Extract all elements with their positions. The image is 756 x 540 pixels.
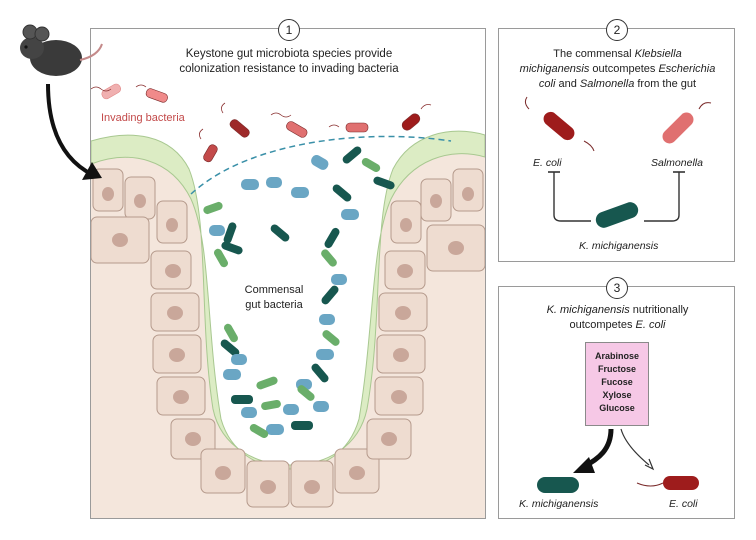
panel-2-title: The commensal Klebsiella michiganensis o… [499,47,736,92]
p2-l3d: from the gut [634,78,697,90]
panel-3-title: K. michiganensis nutritionally outcompet… [499,303,736,333]
step-number-2: 2 [606,19,628,41]
panel-3-kmich-label: K. michiganensis [519,498,599,510]
p3-l2a: outcompetes [569,319,636,331]
p3-l1b: nutritionally [629,304,689,316]
commensal-label: Commensal gut bacteria [239,283,309,313]
inhibit-line-right [644,172,680,222]
sugar-list-box: Arabinose Fructose Fucose Xylose Glucose [585,342,649,426]
panel-3-nutrition: 3 K. michiganensis nutritionally outcomp… [498,277,736,519]
p2-l2a: michiganensis [519,63,590,75]
step-number-1: 1 [278,19,300,41]
arrow-to-ecoli-head [644,458,655,471]
sugar-fructose: Fructose [597,364,636,374]
step-number-3: 3 [606,277,628,299]
p2-l1a: The commensal [553,48,635,60]
panel-1-title-line-1: Keystone gut microbiota species provide [185,48,393,60]
p2-l3b: and [555,78,580,90]
commensal-bacteria [203,146,395,438]
kmich-cell-p3 [537,477,579,493]
panel-2-ecoli-label: E. coli [533,157,562,169]
flagella [91,84,432,140]
panel-3-title-line-1: K. michiganensis nutritionally [499,303,736,318]
mucus-layer [91,130,485,470]
panel-3-diagram [537,428,699,493]
arrow-to-ecoli [620,428,650,466]
p2-l1b: Klebsiella [634,48,682,60]
arrow-to-kmich-head [573,457,595,473]
entry-arrow-path [46,83,94,177]
dashed-boundary [190,135,452,195]
salmonella-flagella [698,102,712,110]
panel-2-kmich-label: K. michiganensis [579,240,659,252]
panel-2-title-line-1: The commensal Klebsiella [499,47,736,62]
commensal-label-line-2: gut bacteria [245,299,303,311]
ecoli-cell [543,111,575,141]
p2-l2c: Escherichia [658,63,716,75]
panel-2-outcompete: 2 The commensal Klebsiella michiganensis… [498,19,736,262]
p2-l3c: Salmonella [579,78,635,90]
salmonella-cell [662,112,694,144]
inhibit-line-left [553,172,591,222]
ecoli-cell-p3 [663,476,699,490]
ecoli-flagella-p3 [636,482,664,487]
sugar-glucose: Glucose [599,403,635,413]
sugar-xylose: Xylose [602,390,632,400]
p2-l3a: coli [538,78,556,90]
panel-3-title-line-2: outcompetes E. coli [499,318,736,333]
gut-villus-illustration [91,83,485,518]
sugar-arabinose: Arabinose [594,351,639,361]
p3-l2b: E. coli [635,319,666,331]
panel-2-diagram [524,96,712,228]
kmich-cell [595,202,639,228]
panel-1-title-line-2: colonization resistance to invading bact… [179,63,399,75]
sugar-fucose: Fucose [601,377,633,387]
panel-2-salmonella-label: Salmonella [651,157,703,169]
mouse-illustration [20,24,103,180]
commensal-label-line-1: Commensal [244,284,304,296]
entry-arrow-head [82,162,102,180]
invading-bacteria [101,83,421,163]
ecoli-flagella [524,96,595,152]
p2-l2b: outcompetes [589,63,659,75]
panel-3-ecoli-label: E. coli [669,498,698,510]
invading-bacteria-label: Invading bacteria [101,112,185,124]
cell-nuclei [102,187,474,494]
panel-2-title-line-3: coli and Salmonella from the gut [499,77,736,92]
p3-l1a: K. michiganensis [546,304,630,316]
panel-1-title: Keystone gut microbiota species provide … [91,47,487,77]
panel-1-gut: 1 Keystone gut microbiota species provid… [90,19,487,519]
panel-2-title-line-2: michiganensis outcompetes Escherichia [499,62,736,77]
